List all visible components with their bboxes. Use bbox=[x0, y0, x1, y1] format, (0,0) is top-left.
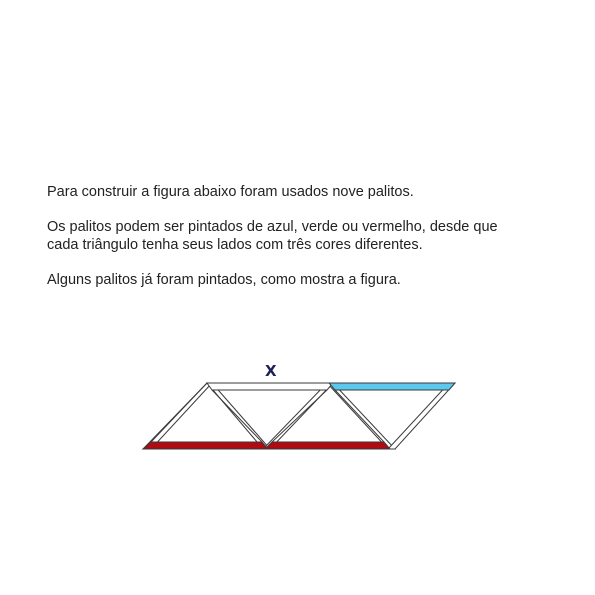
stick-bottom-red-2 bbox=[263, 441, 392, 450]
stick-mid-diagonal-1 bbox=[261, 382, 335, 450]
paragraph-intro: Para construir a figura abaixo foram usa… bbox=[47, 184, 414, 200]
stick-label-x: X bbox=[265, 362, 277, 380]
problem-statement: Para construir a figura abaixo foram usa… bbox=[47, 183, 517, 306]
paragraph-rule: Os palitos podem ser pintados de azul, v… bbox=[47, 219, 498, 253]
stick-top-blue bbox=[327, 382, 457, 391]
stick-left-diagonal-2 bbox=[205, 382, 272, 450]
stick-bottom-red-1 bbox=[141, 441, 270, 450]
stick-right-diagonal bbox=[386, 382, 457, 450]
paragraph-painted: Alguns palitos já foram pintados, como m… bbox=[47, 272, 401, 288]
stick-top-x bbox=[206, 382, 335, 391]
